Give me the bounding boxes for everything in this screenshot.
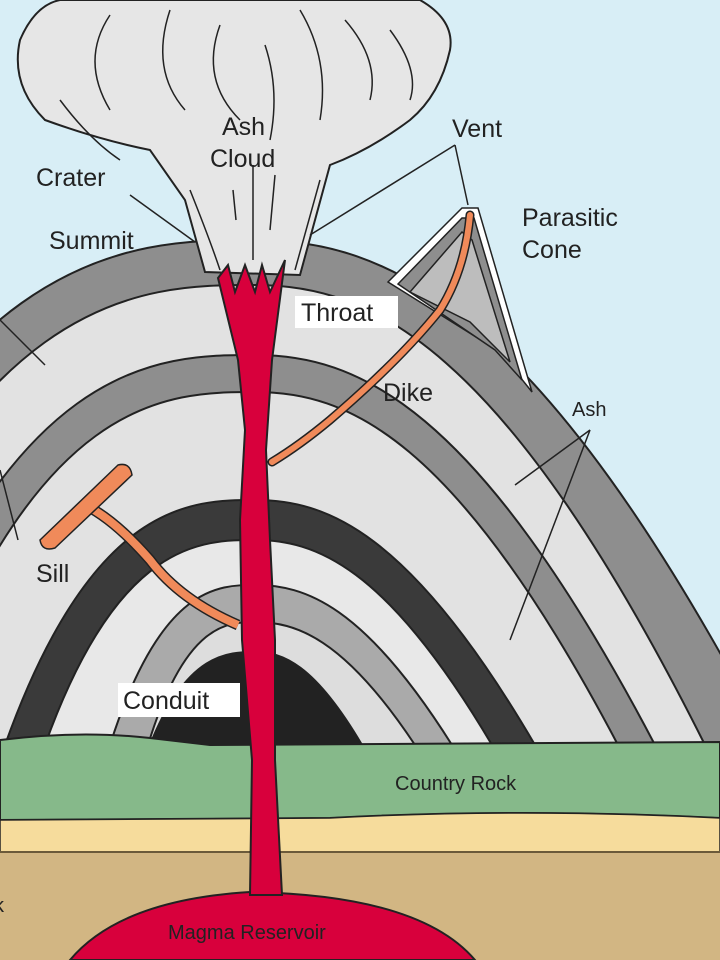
leader-lines <box>0 144 591 641</box>
label-ash-cloud: Ash <box>222 113 265 141</box>
label-sill: Sill <box>36 560 69 588</box>
label-summit: Summit <box>49 227 134 255</box>
label-vent: Vent <box>452 115 502 143</box>
ash-cloud-streaks <box>59 9 414 271</box>
label-ash: Ash <box>572 399 606 421</box>
country-rock-layer <box>0 733 720 822</box>
label-parasitic-cone: Parasitic <box>522 204 618 232</box>
magma-conduit <box>216 259 286 896</box>
label-parasitic-cone-2: Cone <box>522 236 582 264</box>
ash-cloud <box>16 0 452 277</box>
label-ash-cloud-2: Cloud <box>210 145 275 173</box>
label-magma-reservoir: Magma Reservoir <box>168 922 326 944</box>
label-crater: Crater <box>36 164 105 192</box>
label-throat: Throat <box>301 299 373 327</box>
sand-layer <box>0 812 720 853</box>
labels: Ash Cloud Vent Crater Summit Parasitic C… <box>0 113 618 944</box>
throat-label-bg <box>295 296 398 328</box>
label-country-rock: Country Rock <box>395 773 517 795</box>
label-rock-cut: k <box>0 895 5 917</box>
label-dike: Dike <box>383 379 433 407</box>
parasitic-cone <box>386 207 533 393</box>
label-conduit: Conduit <box>123 687 209 715</box>
sill <box>39 463 133 550</box>
conduit-label-bg <box>118 683 240 717</box>
